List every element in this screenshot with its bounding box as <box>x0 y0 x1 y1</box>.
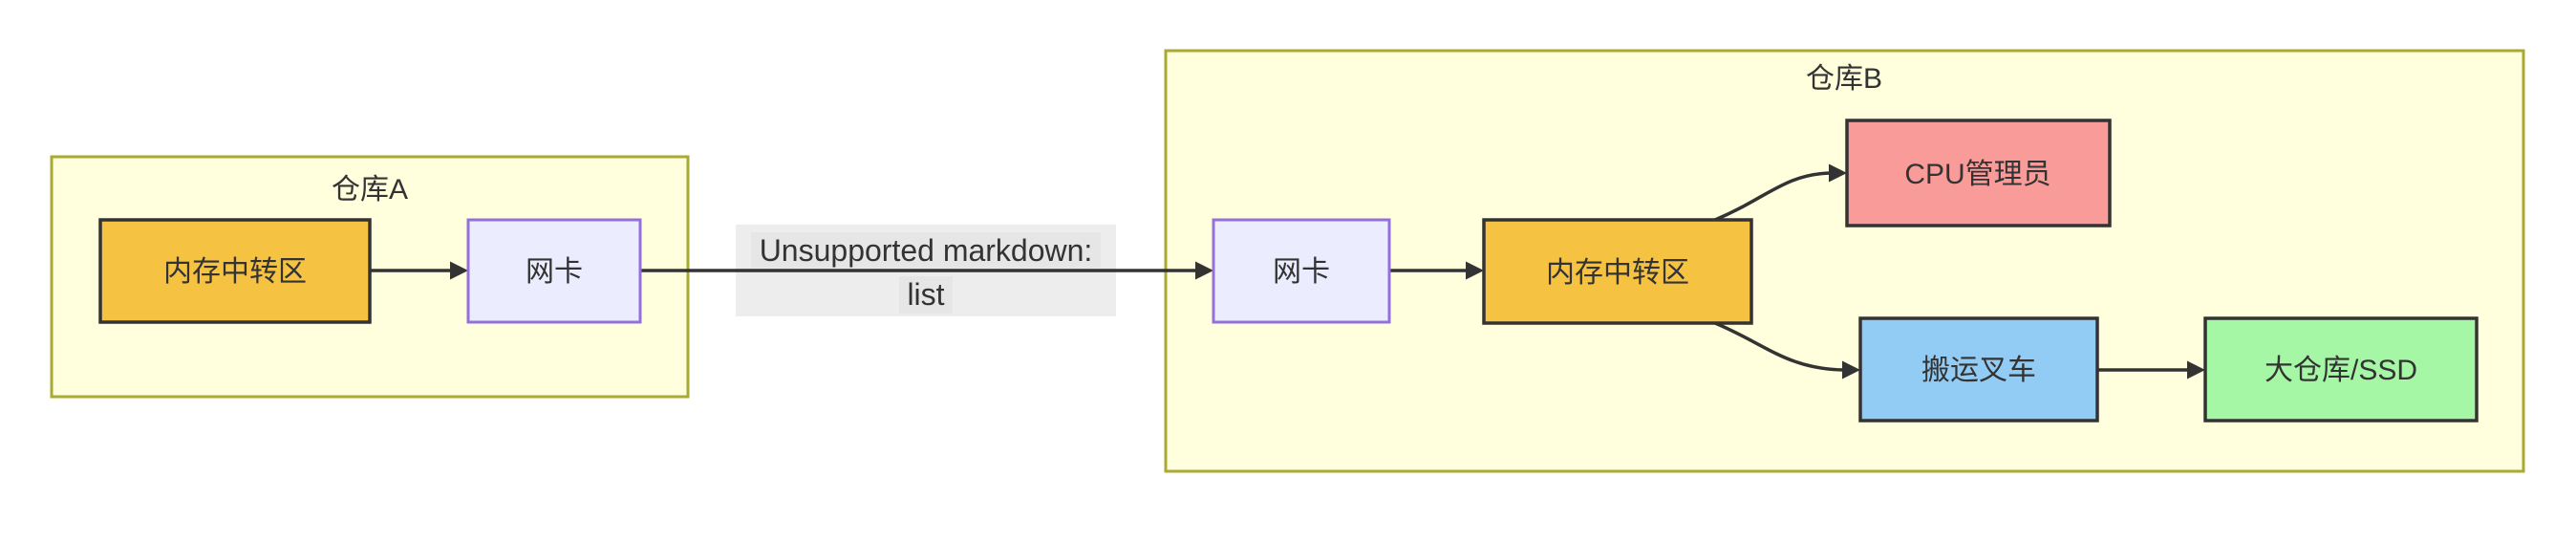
edge-label-line2-background <box>899 276 953 314</box>
edge-b-forklift-to-b-ssd <box>2097 360 2205 379</box>
node-nic-a-box <box>466 218 642 324</box>
edge-arrowhead <box>1195 261 1213 280</box>
cluster-warehouse-a-title: 仓库A <box>332 174 408 206</box>
node-nic-b-box <box>1212 218 1391 324</box>
node-forklift: 搬运叉车 <box>1858 316 2099 423</box>
edge-line <box>1714 321 1845 372</box>
node-nic-a-label: 网卡 <box>526 256 583 288</box>
edge-label-line1: Unsupported markdown: <box>760 233 1093 268</box>
edge-a-memory-to-a-nic <box>370 261 468 280</box>
edge-label-line2: list <box>907 277 944 312</box>
edge-arrowhead <box>2187 360 2205 379</box>
node-memory-staging-b-label: 内存中转区 <box>1546 257 1689 289</box>
node-nic-a: 网卡 <box>466 218 642 324</box>
node-memory-staging-b-box <box>1482 218 1753 325</box>
edge-arrowhead <box>1829 163 1847 183</box>
edge-arrowhead <box>450 261 468 280</box>
node-nic-b: 网卡 <box>1212 218 1391 324</box>
node-memory-staging-a: 内存中转区 <box>98 218 372 324</box>
edge-arrowhead <box>1466 261 1484 280</box>
node-big-warehouse-ssd: 大仓库/SSD <box>2203 316 2479 423</box>
node-cpu-manager-box <box>1845 119 2112 228</box>
node-memory-staging-a-label: 内存中转区 <box>163 256 307 288</box>
node-memory-staging-b: 内存中转区 <box>1482 218 1753 325</box>
cluster-warehouse-b-title: 仓库B <box>1806 63 1882 95</box>
edge-label-unsupported-markdown: Unsupported markdown: list <box>736 225 1116 316</box>
edge-b-memory-to-b-cpu <box>1714 163 1847 222</box>
node-forklift-box <box>1858 316 2099 423</box>
node-big-warehouse-ssd-box <box>2203 316 2479 423</box>
edge-b-memory-to-b-forklift <box>1714 321 1860 379</box>
node-memory-staging-a-box <box>98 218 372 324</box>
node-big-warehouse-ssd-label: 大仓库/SSD <box>2265 355 2417 386</box>
node-nic-b-label: 网卡 <box>1273 256 1330 288</box>
edge-arrowhead <box>1842 360 1860 379</box>
node-forklift-label: 搬运叉车 <box>1921 355 2036 386</box>
edge-label-line1-background <box>751 232 1101 268</box>
edge-b-nic-to-b-memory <box>1389 261 1484 280</box>
edge-line <box>1714 171 1832 222</box>
node-cpu-manager-label: CPU管理员 <box>1904 159 2050 190</box>
node-cpu-manager: CPU管理员 <box>1845 119 2112 228</box>
